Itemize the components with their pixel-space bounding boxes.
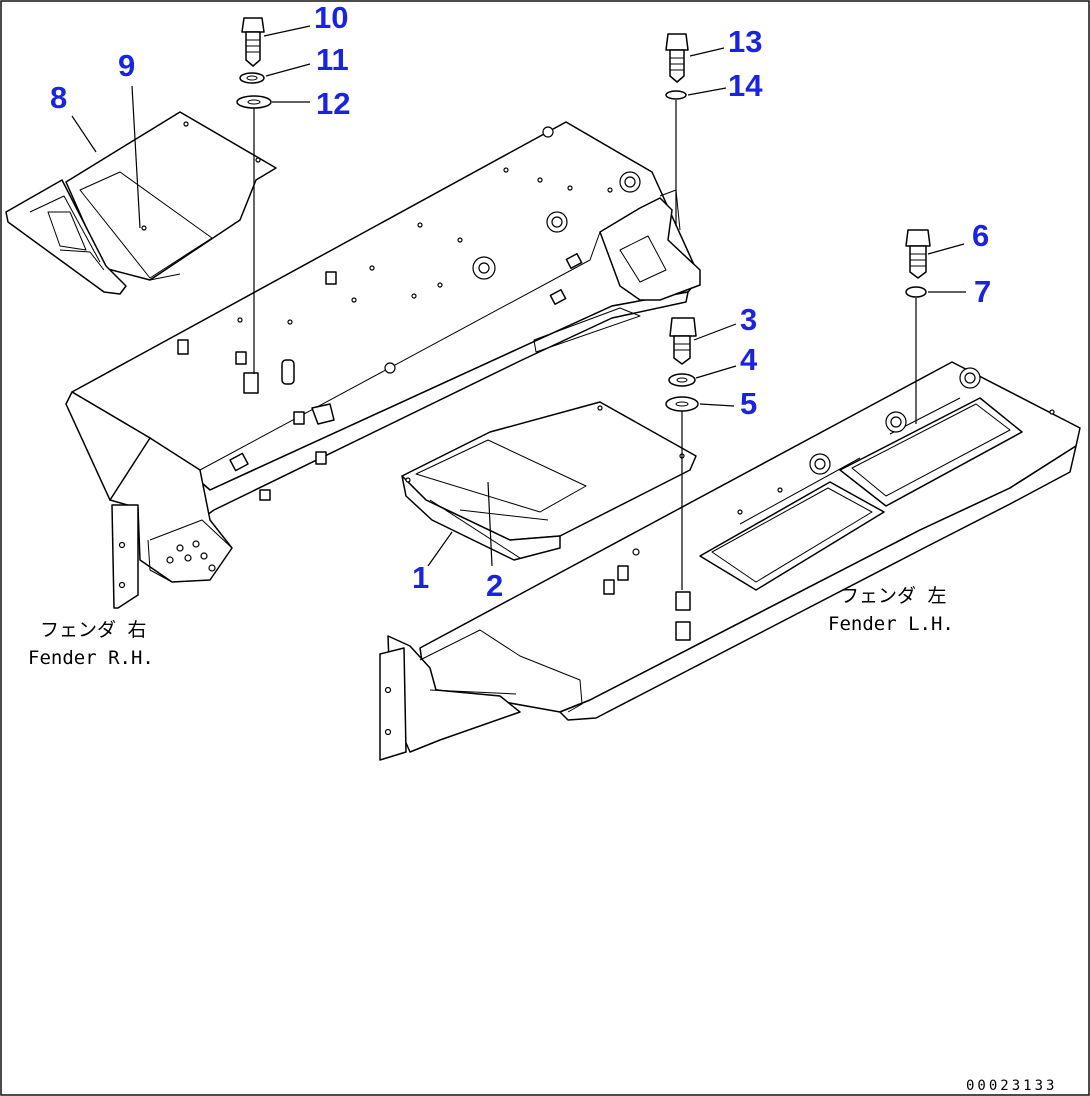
hardware (236, 17, 931, 590)
fender-rh-mount-plate (111, 504, 139, 609)
fender-lh-walkway-1 (699, 481, 885, 591)
washer-11-icon (239, 72, 265, 84)
callout-4[interactable]: 4 (740, 342, 758, 377)
document-number: 00023133 (966, 1078, 1057, 1094)
fender-rh-front-bracket (599, 197, 701, 301)
callout-14[interactable]: 14 (728, 68, 763, 103)
callout-12[interactable]: 12 (316, 86, 350, 121)
cover-1-front (401, 475, 561, 561)
callout-13[interactable]: 13 (728, 24, 762, 59)
callout-8[interactable]: 8 (50, 80, 67, 115)
callout-2[interactable]: 2 (486, 568, 503, 603)
callouts: 1 2 3 4 5 6 7 8 9 10 11 12 13 14 (50, 0, 991, 603)
washer-12-icon (236, 95, 272, 109)
fender-lh-side-face (559, 445, 1077, 721)
callout-11[interactable]: 11 (316, 42, 349, 77)
caption-fender-rh-en: Fender R.H. (28, 647, 154, 669)
callout-3[interactable]: 3 (740, 302, 757, 337)
fender-lh-mount-plate (379, 647, 407, 761)
fender-rh-bracket (109, 437, 233, 583)
leader-lines (71, 25, 966, 567)
bolt-3-icon (669, 317, 697, 365)
bolt-10-icon (241, 17, 265, 67)
cover-plate-2 (415, 439, 587, 513)
bolt-13-icon (665, 33, 689, 83)
caption-fender-rh-jp: フェンダ 右 (40, 619, 146, 641)
callout-9[interactable]: 9 (118, 48, 135, 83)
callout-1[interactable]: 1 (412, 560, 429, 595)
washer-14-icon (665, 90, 687, 100)
fender-lh-walkway-2 (839, 397, 1023, 507)
fender-lh-spacer (675, 591, 691, 611)
washer-7-icon (905, 286, 927, 298)
bolt-6-icon (905, 229, 931, 279)
cover-plate-9 (79, 171, 213, 279)
washer-4-icon (668, 373, 696, 387)
washer-5-icon (665, 396, 699, 412)
fender-rh-spacer (243, 372, 259, 394)
fender-rh (5, 111, 701, 609)
callout-5[interactable]: 5 (740, 386, 757, 421)
callout-10[interactable]: 10 (314, 0, 348, 35)
callout-7[interactable]: 7 (974, 274, 991, 309)
captions: フェンダ 右 Fender R.H. フェンダ 左 Fender L.H. (28, 585, 954, 669)
cover-8-front (5, 179, 127, 295)
callout-6[interactable]: 6 (972, 218, 989, 253)
caption-fender-lh-jp: フェンダ 左 (840, 585, 946, 607)
fender-lh (379, 361, 1081, 761)
caption-fender-lh-en: Fender L.H. (828, 613, 954, 635)
